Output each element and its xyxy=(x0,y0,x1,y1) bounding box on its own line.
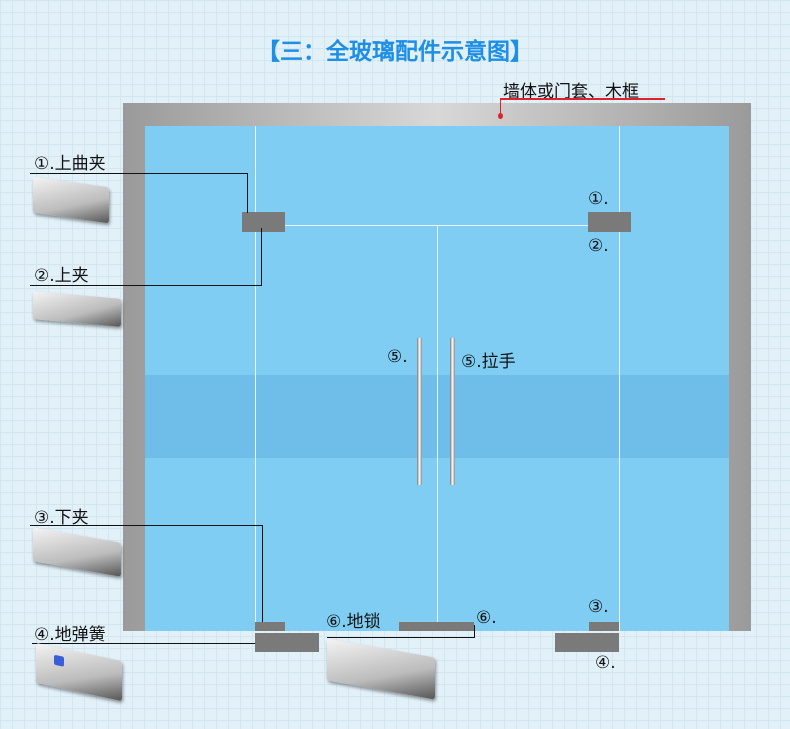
pointer-line xyxy=(500,98,501,116)
leader-line xyxy=(30,173,248,174)
floor-lock xyxy=(399,622,474,631)
lower-clamp-left xyxy=(255,622,285,631)
upper-clamp-image xyxy=(33,291,121,327)
pointer-dot xyxy=(498,113,503,119)
label-r2: ②. xyxy=(588,236,609,256)
floor-lock-image xyxy=(327,638,435,700)
floor-spring-image xyxy=(36,642,122,702)
label-floor-spring: ④.地弹簧 xyxy=(34,625,106,645)
top-clamp-left xyxy=(242,212,285,232)
door-seam xyxy=(437,225,438,631)
floor-spring-left xyxy=(255,633,319,652)
glass-seam xyxy=(255,126,256,631)
label-handle-left: ⑤. xyxy=(387,347,408,367)
door-handle-left xyxy=(417,338,422,485)
label-floor-lock-right: ⑥. xyxy=(476,608,497,628)
transom-line xyxy=(255,225,619,226)
label-upper-curved-clamp: ①.上曲夹 xyxy=(34,154,106,174)
spring-valve-icon xyxy=(54,654,64,667)
leader-line xyxy=(32,643,255,644)
glass-seam xyxy=(619,126,620,631)
leader-line xyxy=(247,173,248,213)
leader-line xyxy=(327,637,475,638)
label-handle-right: ⑤.拉手 xyxy=(461,352,516,372)
leader-line xyxy=(474,625,475,638)
label-upper-clamp: ②.上夹 xyxy=(34,266,89,286)
floor-spring-right xyxy=(555,633,619,652)
label-floor-lock: ⑥.地锁 xyxy=(326,612,381,632)
upper-curved-clamp-image xyxy=(33,176,109,224)
leader-line xyxy=(261,228,262,286)
label-lower-clamp: ③.下夹 xyxy=(34,508,89,528)
door-handle-right xyxy=(450,338,455,485)
label-r1: ①. xyxy=(588,189,609,209)
lower-clamp-image xyxy=(33,527,121,577)
pointer-line xyxy=(500,98,665,100)
top-clamp-right xyxy=(588,212,631,232)
leader-line xyxy=(30,285,262,286)
wall-label: 墙体或门套、木框 xyxy=(503,82,639,102)
leader-line xyxy=(262,525,263,622)
leader-line xyxy=(30,525,263,526)
label-r3: ③. xyxy=(588,597,609,617)
lower-clamp-right xyxy=(589,622,619,631)
label-r4: ④. xyxy=(595,653,616,673)
diagram-title: 【三：全玻璃配件示意图】 xyxy=(257,39,533,65)
